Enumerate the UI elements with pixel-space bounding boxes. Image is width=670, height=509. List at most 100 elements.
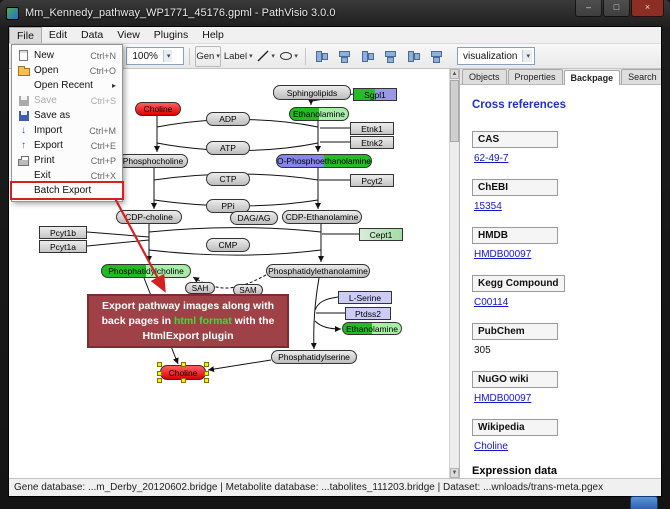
maximize-button[interactable]: □ [603,0,630,17]
menu-item-shortcut: Ctrl+M [89,125,116,136]
titlebar[interactable]: Mm_Kennedy_pathway_WP1771_45176.gpml - P… [0,0,670,26]
pathway-node-ptdss2[interactable]: Ptdss2 [345,307,391,320]
pathway-edge [148,227,322,233]
menu-view[interactable]: View [117,29,140,41]
align-left-button[interactable] [357,46,378,67]
menu-item-spacer [16,184,31,197]
chevron-down-icon: ▾ [249,53,253,60]
shape-tool-button[interactable]: ▾ [279,46,300,67]
backpage-reference-link[interactable]: C00114 [474,297,509,308]
pathway-node-phosphatidylserine[interactable]: Phosphatidylserine [271,350,357,364]
annotation-part1: Export pathway images along with back pa… [101,299,275,327]
pathway-node-sah[interactable]: SAH [185,282,215,294]
pathway-node-phosphatidylethanolamine[interactable]: Phosphatidylethanolamine [266,264,370,278]
toolbar-separator [189,47,191,65]
align-center-vertical-button[interactable] [334,46,355,67]
tab-properties[interactable]: Properties [507,69,563,84]
scroll-up-icon[interactable]: ▲ [450,69,459,79]
line-tool-button[interactable]: ▾ [256,46,277,67]
pathway-node-ctp[interactable]: CTP [206,172,250,186]
align-center-horizontal-button[interactable] [311,46,332,67]
visualization-combobox[interactable]: visualization ▾ [457,47,535,65]
pathway-node-adp[interactable]: ADP [206,112,250,126]
tab-search[interactable]: Search [621,69,661,84]
stack-vertical-button[interactable] [426,46,447,67]
menu-plugins[interactable]: Plugins [153,29,189,41]
backpage-reference-link[interactable]: HMDB00097 [474,249,532,260]
close-button[interactable]: × [631,0,664,17]
menu-item-label: Open Recent [34,80,93,91]
datanode-tool-button[interactable]: Gen ▾ [195,45,221,67]
pathway-node-choline[interactable]: Choline [135,102,181,116]
menu-help[interactable]: Help [202,29,224,41]
minimize-button[interactable]: – [575,0,602,17]
pathway-node-sgpl1[interactable]: Sgpl1 [353,88,397,101]
pathway-node-dag-ag[interactable]: DAG/AG [230,211,278,225]
pathway-node-cdp-choline[interactable]: CDP-choline [116,210,182,224]
menu-item-batch-export[interactable]: Batch Export [12,183,122,198]
pathway-node-pcyt1a[interactable]: Pcyt1a [39,240,87,253]
canvas-vertical-scrollbar[interactable]: ▲ ▼ [449,69,459,478]
label-tool-label: Label [223,50,248,62]
menu-item-save-as[interactable]: Save as [12,108,122,123]
backpage-reference-link[interactable]: 62-49-7 [474,153,509,164]
pathway-node-l-serine[interactable]: L-Serine [338,291,392,304]
menu-item-shortcut: Ctrl+N [90,50,116,61]
pathway-node-pcyt1b[interactable]: Pcyt1b [39,226,87,239]
align-top-button[interactable] [380,46,401,67]
pathway-node-sphingolipids[interactable]: Sphingolipids [273,85,351,100]
chevron-down-icon: ▾ [271,53,275,60]
pathway-node-ethanolamine[interactable]: Ethanolamine [342,322,402,335]
selection-handle[interactable] [157,370,162,376]
scrollbar-thumb[interactable] [450,80,459,142]
pathway-node-o-phosphoethanolamine[interactable]: O-Phosphoethanolamine [276,154,372,168]
pathway-node-cdp-ethanolamine[interactable]: CDP-Ethanolamine [282,210,362,224]
pathway-node-ppi[interactable]: PPi [206,199,250,213]
pathway-node-etnk2[interactable]: Etnk2 [350,136,394,149]
pathway-node-ethanolamine[interactable]: Ethanolamine [289,107,349,121]
pathway-node-cept1[interactable]: Cept1 [359,228,403,241]
backpage-reference-link[interactable]: HMDB00097 [474,393,532,404]
pathway-node-phosphatidylcholine[interactable]: Phosphatidylcholine [101,264,191,278]
selection-handle[interactable] [204,370,209,376]
new-file-icon [16,49,31,62]
tab-backpage[interactable]: Backpage [563,70,621,85]
pathway-node-etnk1[interactable]: Etnk1 [350,122,394,135]
pathway-node-atp[interactable]: ATP [206,141,250,155]
side-panel: ObjectsPropertiesBackpageSearchLegend Cr… [459,69,661,478]
cross-references-heading: Cross references [472,99,566,111]
zoom-combobox[interactable]: 100% ▾ [126,47,185,65]
selection-handle[interactable] [157,362,162,367]
pathway-node-cmp[interactable]: CMP [206,238,250,252]
label-tool-button[interactable]: Label ▾ [223,46,254,67]
menu-file[interactable]: File [9,27,42,43]
selection-handle[interactable] [204,362,209,367]
backpage-database-name: PubChem [472,323,558,340]
stack-horizontal-button[interactable] [403,46,424,67]
pathway-node-pcyt2[interactable]: Pcyt2 [350,174,394,187]
backpage-reference-link[interactable]: Choline [474,441,508,452]
annotation-text: Export pathway images along with back pa… [95,299,281,344]
tab-objects[interactable]: Objects [462,69,507,84]
backpage-reference-link[interactable]: 15354 [474,201,502,212]
menu-item-open-recent[interactable]: Open Recent▸ [12,78,122,93]
menu-edit[interactable]: Edit [48,29,68,41]
pathway-node-sam[interactable]: SAM [233,284,263,296]
selection-handle[interactable] [204,378,209,383]
menu-item-spacer [16,79,31,92]
pathway-node-phosphocholine[interactable]: Phosphocholine [118,154,188,168]
selection-handle[interactable] [181,362,186,367]
scroll-down-icon[interactable]: ▼ [450,468,459,478]
selection-handle[interactable] [157,378,162,383]
menu-data[interactable]: Data [81,29,104,41]
selection-handle[interactable] [181,378,186,383]
